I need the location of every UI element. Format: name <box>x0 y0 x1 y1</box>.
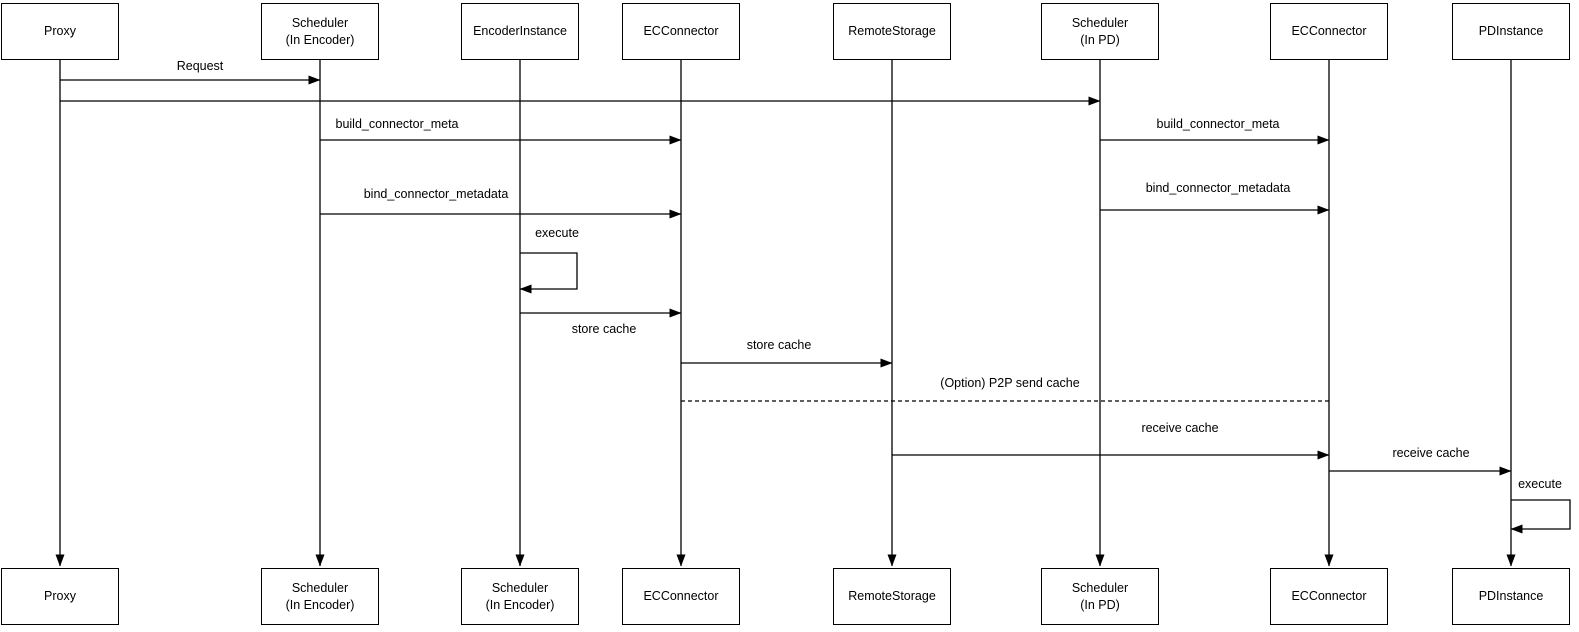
msg-label-execute-encoder: execute <box>535 226 579 240</box>
actor-box-proxy-bottom: Proxy <box>1 568 119 625</box>
msg-label-execute-pd: execute <box>1518 477 1562 491</box>
actor-box-scheduler-encoder-bottom: Scheduler (In Encoder) <box>261 568 379 625</box>
actor-label: Scheduler (In Encoder) <box>285 15 355 47</box>
self-loop-execute-pd <box>1510 499 1571 534</box>
msg-label-receive-cache-pd: receive cache <box>1392 446 1470 460</box>
actor-box-pdinstance-bottom: PDInstance <box>1452 568 1570 625</box>
actor-label: Proxy <box>44 24 76 39</box>
msg-label-receive-cache-ec: receive cache <box>1141 421 1219 435</box>
msg-label-request: Request <box>176 59 224 73</box>
actor-box-remotestorage-top: RemoteStorage <box>833 3 951 60</box>
actor-label: PDInstance <box>1478 589 1544 604</box>
actor-box-proxy-top: Proxy <box>1 3 119 60</box>
msg-label-build-connector-meta-pd: build_connector_meta <box>1156 117 1280 131</box>
actor-label: Scheduler (In Encoder) <box>485 580 555 612</box>
actor-box-remotestorage-bottom: RemoteStorage <box>833 568 951 625</box>
msg-label-store-cache-encoder: store cache <box>571 322 637 336</box>
actor-label: ECConnector <box>643 24 719 39</box>
actor-box-ecconnector-pd-top: ECConnector <box>1270 3 1388 60</box>
self-loop-execute-encoder <box>519 252 578 294</box>
msg-label-store-cache-remote: store cache <box>746 338 812 352</box>
actor-box-ecconnector-encoder-top: ECConnector <box>622 3 740 60</box>
actor-box-scheduler-encoder-top: Scheduler (In Encoder) <box>261 3 379 60</box>
actor-label: ECConnector <box>1291 589 1367 604</box>
actor-box-pdinstance-top: PDInstance <box>1452 3 1570 60</box>
actor-label: RemoteStorage <box>848 24 936 39</box>
msg-label-bind-connector-metadata-encoder: bind_connector_metadata <box>363 187 509 201</box>
actor-label: EncoderInstance <box>473 24 567 39</box>
actor-label: Scheduler (In Encoder) <box>285 580 355 612</box>
actor-box-scheduler-pd-top: Scheduler (In PD) <box>1041 3 1159 60</box>
actor-box-scheduler-pd-bottom: Scheduler (In PD) <box>1041 568 1159 625</box>
msg-label-bind-connector-metadata-pd: bind_connector_metadata <box>1145 181 1291 195</box>
msg-label-build-connector-meta-encoder: build_connector_meta <box>335 117 459 131</box>
actor-label: Scheduler (In PD) <box>1071 580 1129 612</box>
actor-label: ECConnector <box>643 589 719 604</box>
actor-label: ECConnector <box>1291 24 1367 39</box>
actor-box-scheduler-encoder2-bottom: Scheduler (In Encoder) <box>461 568 579 625</box>
actor-box-ecconnector-encoder-bottom: ECConnector <box>622 568 740 625</box>
actor-box-encoderinstance-top: EncoderInstance <box>461 3 579 60</box>
actor-label: Proxy <box>44 589 76 604</box>
actor-label: PDInstance <box>1478 24 1544 39</box>
msg-label-p2p-send-cache: (Option) P2P send cache <box>940 376 1080 390</box>
actor-label: Scheduler (In PD) <box>1071 15 1129 47</box>
actor-label: RemoteStorage <box>848 589 936 604</box>
actor-box-ecconnector-pd-bottom: ECConnector <box>1270 568 1388 625</box>
